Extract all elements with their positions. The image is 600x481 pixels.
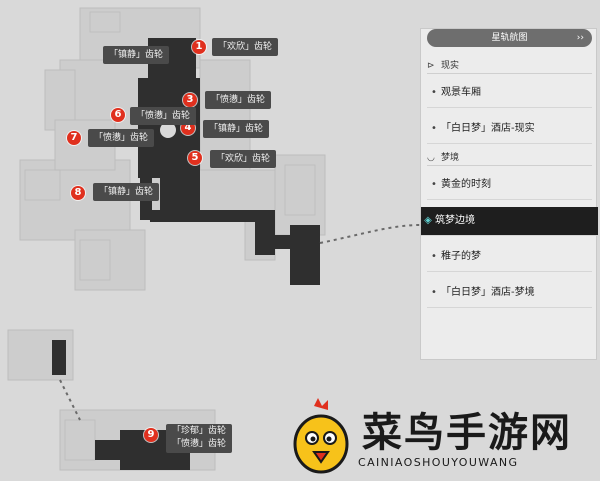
dot-icon: • <box>431 123 437 134</box>
section-dream-label: 梦境 <box>441 153 460 163</box>
section-reality-label: 现实 <box>441 61 460 71</box>
panel-title: 星轨航图 <box>491 33 528 43</box>
marker-label-9: 「珍郁」齿轮 「愤懑」齿轮 <box>166 424 233 453</box>
dot-icon: • <box>431 287 437 298</box>
dot-icon: • <box>431 87 437 98</box>
list-item-label: 「白日梦」酒店-现实 <box>441 123 535 134</box>
watermark-title: 菜鸟手游网 <box>362 409 572 456</box>
reality-icon: ⊳ <box>427 61 435 71</box>
list-item-active[interactable]: ◈筑梦边境 <box>421 207 598 236</box>
list-item-label: 稚子的梦 <box>441 251 481 262</box>
marker-pin-1[interactable]: 1 <box>192 40 206 54</box>
dot-icon: • <box>431 251 437 262</box>
marker-label-6: 「愤懑」齿轮 <box>130 107 197 125</box>
watermark-subtitle: CAINIAOSHOUYOUWANG <box>358 456 519 469</box>
list-item[interactable]: • 「白日梦」酒店-梦境 <box>427 279 592 308</box>
list-item-label: 「白日梦」酒店-梦境 <box>441 287 535 298</box>
marker-label-3: 「愤懑」齿轮 <box>205 91 272 109</box>
list-item-label: 黄金的时刻 <box>441 179 491 190</box>
map-dark-room <box>52 340 66 375</box>
section-dream[interactable]: ◡ 梦境 <box>427 151 592 166</box>
diamond-icon: ◈ <box>424 215 432 226</box>
dot-icon: • <box>431 179 437 190</box>
marker-pin-3[interactable]: 3 <box>183 93 197 107</box>
marker-label-4: 「镇静」齿轮 <box>203 120 270 138</box>
marker-pin-7[interactable]: 7 <box>67 131 81 145</box>
bird-logo-icon <box>293 398 349 474</box>
marker-label-7: 「愤懑」齿轮 <box>88 129 155 147</box>
marker-label-8: 「镇静」齿轮 <box>93 183 160 201</box>
map-dark-room <box>290 225 320 285</box>
marker-label-1: 「欢欣」齿轮 <box>212 38 279 56</box>
map-dark-room <box>160 170 200 210</box>
map-dark-room <box>270 235 290 249</box>
marker-label-9b: 「愤懑」齿轮 <box>172 439 227 449</box>
marker-pin-8[interactable]: 8 <box>71 186 85 200</box>
list-item-label: 观景车厢 <box>441 87 481 98</box>
list-item[interactable]: • 稚子的梦 <box>427 243 592 272</box>
section-reality[interactable]: ⊳ 现实 <box>427 59 592 74</box>
marker-pin-5[interactable]: 5 <box>188 151 202 165</box>
star-rail-map-panel: 星轨航图 ›› ⊳ 现实 • 观景车厢 • 「白日梦」酒店-现实 ◡ 梦境 • 黄金的时刻… <box>420 28 598 360</box>
list-item[interactable]: • 观景车厢 <box>427 79 592 108</box>
marker-pin-6[interactable]: 6 <box>111 108 125 122</box>
marker-pin-9[interactable]: 9 <box>144 428 158 442</box>
marker-label-9a: 「珍郁」齿轮 <box>172 426 227 436</box>
dream-icon: ◡ <box>427 153 435 163</box>
map-room <box>274 154 326 236</box>
list-item-label: 筑梦边境 <box>435 215 475 226</box>
map-dark-room <box>150 210 260 222</box>
list-item[interactable]: • 黄金的时刻 <box>427 171 592 200</box>
marker-label-5: 「欢欣」齿轮 <box>210 150 277 168</box>
watermark: 菜鸟手游网 CAINIAOSHOUYOUWANG <box>288 398 588 478</box>
list-item[interactable]: • 「白日梦」酒店-现实 <box>427 115 592 144</box>
marker-label-2: 「镇静」齿轮 <box>103 46 170 64</box>
map-dark-room <box>95 440 120 460</box>
panel-header[interactable]: 星轨航图 ›› <box>427 29 592 47</box>
chevron-right-icon[interactable]: ›› <box>576 33 584 43</box>
